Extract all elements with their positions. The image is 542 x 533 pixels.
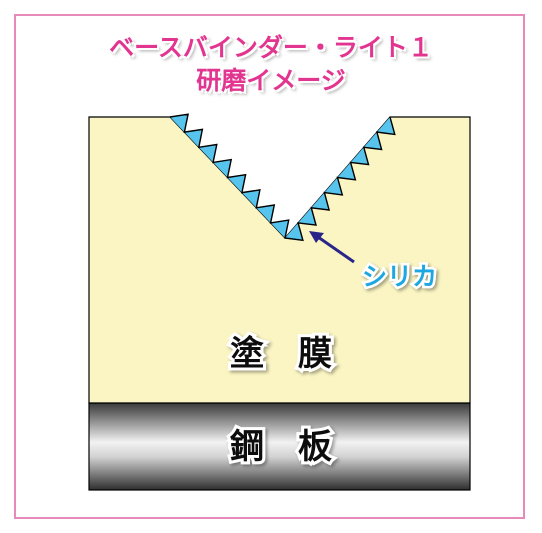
- silica-arrow: [309, 231, 355, 264]
- coating-label: 塗 膜: [230, 334, 332, 374]
- steel-plate: [88, 402, 471, 491]
- silica-fill: [170, 114, 395, 241]
- diagram-title: ベースバインダー・ライト１: [109, 33, 433, 62]
- silica-edge: [169, 113, 396, 242]
- diagram-subtitle: 研磨イメージ: [196, 66, 346, 95]
- silica-particles: [169, 113, 396, 242]
- silica-label: シリカ: [362, 262, 437, 291]
- steel-plate-label: 鋼 板: [230, 427, 332, 467]
